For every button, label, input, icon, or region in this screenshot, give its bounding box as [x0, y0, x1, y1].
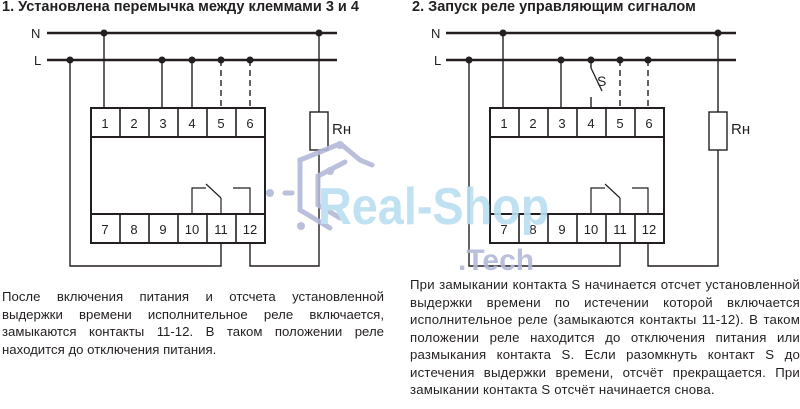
- terminal-1: 1: [500, 116, 507, 131]
- diagram2-description: При замыкании контакта S начинается отсч…: [410, 277, 800, 397]
- n-line-label: N: [31, 26, 40, 41]
- watermark: Real-Shop .Tech: [266, 141, 549, 277]
- diagram2: N L S: [431, 26, 736, 267]
- terminal-3: 3: [159, 116, 166, 131]
- watermark-subtext: .Tech: [458, 244, 534, 277]
- load-label: Rн: [731, 121, 750, 138]
- terminal-11: 11: [214, 222, 228, 237]
- n-line-label: N: [431, 26, 440, 41]
- terminal-6: 6: [645, 116, 652, 131]
- terminal-4: 4: [587, 116, 594, 131]
- switch-label: S: [597, 73, 606, 89]
- terminal-10: 10: [584, 222, 598, 237]
- terminal-5: 5: [217, 116, 224, 131]
- terminal-1: 1: [101, 116, 108, 131]
- terminal-8: 8: [130, 222, 137, 237]
- terminal-9: 9: [558, 222, 565, 237]
- switch-s: [590, 67, 603, 92]
- terminal-7: 7: [500, 222, 507, 237]
- terminal-3: 3: [558, 116, 565, 131]
- terminal-6: 6: [246, 116, 253, 131]
- terminal-7: 7: [101, 222, 108, 237]
- terminal-12: 12: [642, 222, 656, 237]
- terminal-8: 8: [529, 222, 536, 237]
- terminal-2: 2: [529, 116, 536, 131]
- terminal-5: 5: [616, 116, 623, 131]
- diagram1-title: 1. Установлена перемычка между клеммами …: [2, 0, 359, 15]
- diagram2-title: 2. Запуск реле управляющим сигналом: [412, 0, 696, 15]
- l-line-label: L: [434, 53, 441, 68]
- terminal-2: 2: [130, 116, 137, 131]
- terminal-12: 12: [243, 222, 257, 237]
- terminal-9: 9: [159, 222, 166, 237]
- terminal-4: 4: [188, 116, 195, 131]
- diagram1: N L: [31, 26, 337, 267]
- watermark-text: Real-Shop: [318, 178, 549, 236]
- l-line-label: L: [34, 53, 41, 68]
- load-resistor: [309, 111, 329, 151]
- terminal-11: 11: [613, 222, 627, 237]
- terminal-10: 10: [185, 222, 199, 237]
- load-label: Rн: [332, 121, 351, 138]
- diagram1-description: После включения питания и отсчета устано…: [2, 289, 384, 357]
